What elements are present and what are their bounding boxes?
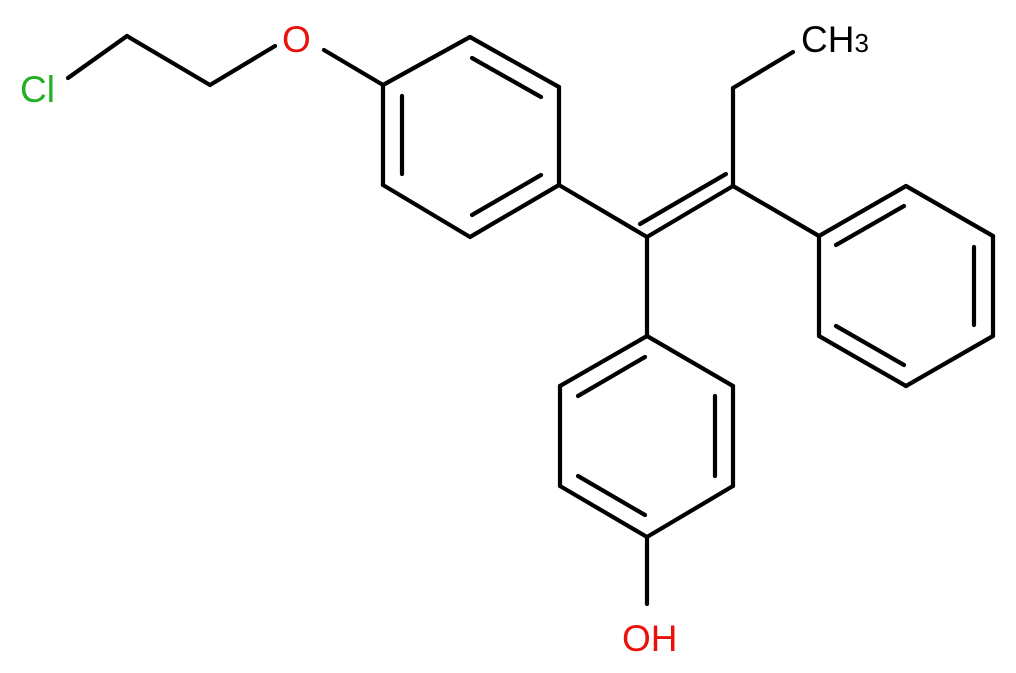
bond-alkene-phenyl: [730, 183, 822, 239]
methyl-label: CH3: [801, 19, 869, 60]
ring2-bond: [557, 483, 650, 540]
ring1-bond: [467, 34, 562, 90]
ring3-bond: [903, 183, 996, 239]
hydroxyl-label: OH: [622, 618, 678, 659]
methyl-label-subscript: 3: [854, 28, 868, 58]
ring3-bond: [903, 333, 996, 389]
ring1-bond: [380, 34, 473, 88]
bond-ring1-alkene: [556, 182, 650, 240]
ring2-bond: [644, 333, 736, 389]
ring2-inner-bond: [575, 473, 648, 518]
ring3-inner-bond: [833, 203, 907, 248]
ring3-inner-bond: [833, 323, 907, 368]
bond-c1-c2: [124, 33, 213, 88]
ring1-bond: [467, 182, 562, 240]
alkene-bond: [644, 183, 736, 240]
ring2-bond: [644, 483, 736, 540]
ring1-bond: [380, 182, 473, 240]
ring1-inner-bond: [469, 55, 544, 100]
ring2-bond: [557, 333, 650, 389]
bond-o-ring: [321, 47, 386, 88]
ring1-inner-bond: [469, 172, 544, 218]
atom-labels: Cl O CH3 OH: [20, 19, 869, 659]
bond-cl-c1: [65, 33, 130, 81]
ether-oxygen-label: O: [282, 19, 311, 60]
bond-ch2-ch3: [730, 49, 796, 91]
chlorine-label: Cl: [20, 69, 55, 110]
alkene-bond-second: [637, 171, 729, 227]
ring3-bond: [816, 183, 909, 239]
methyl-label-main: CH: [801, 19, 854, 60]
ring3-bond: [816, 333, 909, 389]
ring2-inner-bond: [575, 354, 648, 399]
bond-c2-o: [207, 43, 278, 88]
bonds: [65, 33, 996, 607]
